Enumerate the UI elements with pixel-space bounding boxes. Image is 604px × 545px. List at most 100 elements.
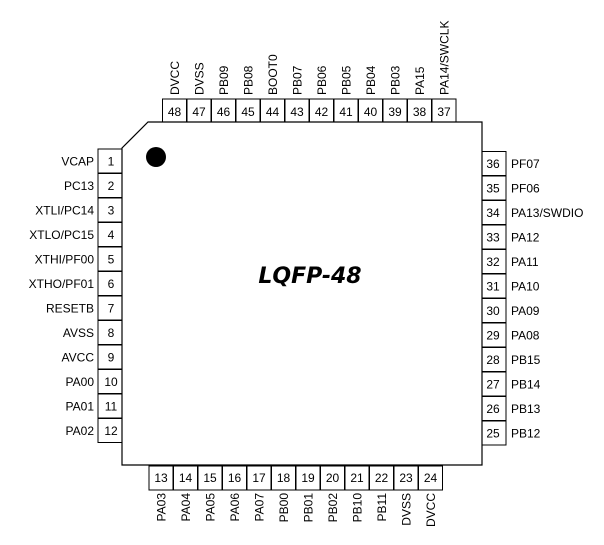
pin-1: 1 VCAP — [61, 148, 125, 174]
pin-number: 36 — [486, 157, 500, 171]
pin-name: PA08 — [511, 329, 540, 343]
package-label: LQFP-48 — [258, 264, 361, 289]
pin-number: 8 — [108, 326, 115, 340]
pin-name: PA15 — [413, 66, 427, 95]
pin-number: 23 — [399, 471, 413, 485]
pin-number: 37 — [437, 105, 451, 119]
pin-name: DVCC — [424, 493, 438, 527]
pin-41: 41 PB05 — [333, 65, 359, 124]
pin-box — [479, 200, 507, 225]
pin-name: XTLO/PC15 — [29, 228, 94, 242]
pin-number: 19 — [301, 471, 315, 485]
pin-number: 42 — [315, 105, 329, 119]
pin-name: AVCC — [62, 351, 95, 365]
pin-number: 2 — [108, 179, 115, 193]
pin-26: 26 PB13 — [479, 396, 541, 421]
pin-box — [246, 465, 272, 491]
pin-number: 4 — [108, 228, 115, 242]
pin-number: 28 — [486, 353, 500, 367]
pin-number: 10 — [104, 375, 118, 389]
pin-name: XTLI/PC14 — [35, 204, 94, 218]
pin-box — [173, 465, 198, 491]
pin-name: PB08 — [242, 65, 256, 95]
pin-number: 22 — [375, 471, 389, 485]
pin-box — [479, 151, 507, 176]
pin-name: PA07 — [253, 493, 267, 522]
pin-number: 13 — [154, 471, 168, 485]
pin-number: 24 — [424, 471, 438, 485]
pin-33: 33 PA12 — [479, 224, 540, 250]
pin-name: PA12 — [511, 231, 540, 245]
pin-name: RESETB — [46, 302, 94, 316]
pin-number: 27 — [486, 378, 500, 392]
pin-name: DVSS — [400, 493, 414, 526]
pin-7: 7 RESETB — [46, 295, 125, 321]
pin-number: 32 — [486, 255, 500, 269]
pin-number: 25 — [486, 427, 500, 441]
pin-box — [479, 224, 507, 250]
pin-number: 41 — [339, 105, 353, 119]
pin-number: 3 — [108, 204, 115, 218]
pin-number: 6 — [108, 277, 115, 291]
pin-name: PB05 — [340, 65, 354, 95]
pin-number: 12 — [104, 424, 118, 438]
pin-number: 14 — [179, 471, 193, 485]
pin-name: PB13 — [511, 402, 541, 416]
pin-name: XTHI/PF00 — [35, 253, 95, 267]
pin-name: PA06 — [228, 493, 242, 522]
pin-box — [211, 98, 236, 124]
pin-number: 33 — [486, 231, 500, 245]
pin-name: DVSS — [193, 62, 207, 95]
pin-number: 15 — [203, 471, 217, 485]
pin-name: PB06 — [315, 65, 329, 95]
pin-name: PA04 — [179, 493, 193, 522]
pin-number: 11 — [105, 400, 118, 414]
pin-number: 40 — [364, 105, 378, 119]
pin-name: PA00 — [66, 375, 95, 389]
pin-number: 1 — [108, 155, 115, 169]
pin-number: 7 — [108, 302, 115, 316]
pin-name: PA10 — [511, 280, 540, 294]
pin-box — [222, 465, 247, 491]
pin-box — [97, 320, 125, 345]
pin-8: 8 AVSS — [63, 320, 125, 345]
pin-number: 44 — [266, 105, 280, 119]
pin-box — [479, 420, 507, 446]
pin-box — [186, 98, 212, 124]
pin-number: 16 — [228, 471, 242, 485]
pin-name: PB03 — [389, 65, 403, 95]
pin-box — [393, 465, 419, 491]
pin-name: PA03 — [155, 493, 169, 522]
pin-name: VCAP — [61, 155, 94, 169]
pin-number: 35 — [486, 182, 500, 196]
pin-number: 26 — [486, 402, 500, 416]
pin-name: PB15 — [511, 353, 541, 367]
pin-box — [479, 396, 507, 421]
pin-name: PB00 — [277, 493, 291, 523]
pin-name: PB07 — [291, 65, 305, 95]
pin-number: 47 — [192, 105, 206, 119]
pin-box — [418, 465, 443, 491]
pin-box — [369, 465, 394, 491]
pin-name: PB02 — [326, 493, 340, 523]
pin-name: PA01 — [66, 400, 95, 414]
pin-name: AVSS — [63, 326, 94, 340]
pin-number: 20 — [326, 471, 340, 485]
